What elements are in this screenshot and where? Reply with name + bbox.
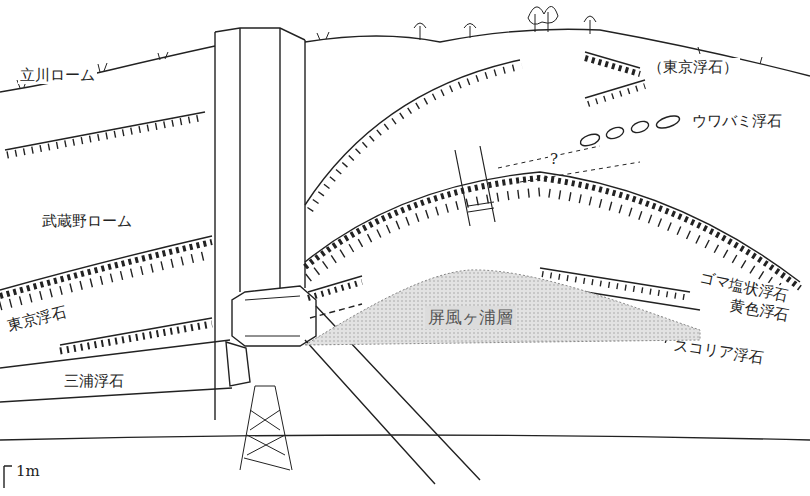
- layer-label: （東京浮石）: [646, 58, 740, 76]
- scale-label: 1m: [14, 462, 42, 480]
- layer-label: ウワバミ浮石: [690, 112, 784, 130]
- layer-label: 立川ローム: [18, 66, 97, 84]
- layer-label: ?: [548, 150, 560, 168]
- layer-label: 三浦浮石: [62, 372, 126, 390]
- stratum-region: 屏風ヶ浦層: [305, 268, 705, 348]
- layer-label: 東京浮石: [4, 302, 70, 336]
- layer-label: スコリア浮石: [671, 336, 767, 367]
- stratum-name: 屏風ヶ浦層: [425, 306, 516, 329]
- layer-label: 武蔵野ローム: [40, 212, 134, 230]
